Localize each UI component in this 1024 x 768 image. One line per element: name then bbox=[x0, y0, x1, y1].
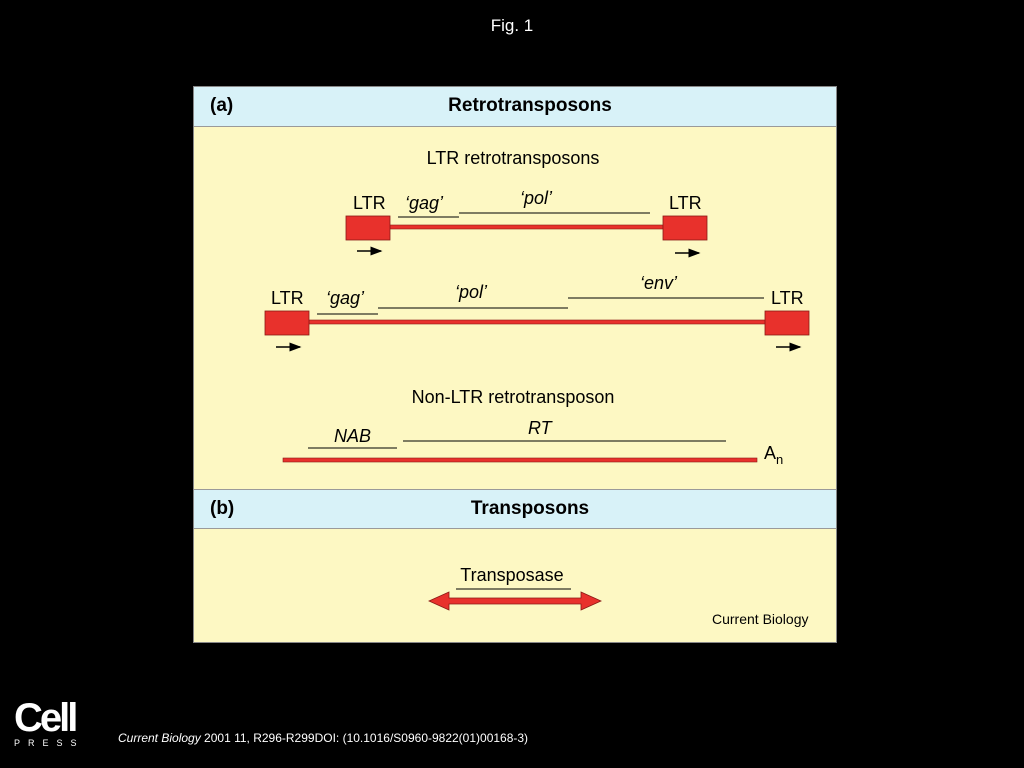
element-body-2 bbox=[307, 319, 767, 325]
citation: Current Biology 2001 11, R296-R299DOI: (… bbox=[118, 731, 528, 745]
figure-title: Fig. 1 bbox=[490, 16, 534, 35]
transposase-arrow-icon bbox=[428, 591, 602, 611]
panel-b-heading: Transposons bbox=[470, 498, 590, 519]
env-label-2: ‘env’ bbox=[640, 273, 678, 293]
panel-b-header: (b) Transposons bbox=[194, 489, 836, 529]
non-ltr-body bbox=[282, 457, 758, 463]
diagram-drawing: LTR retrotransposons LTR ‘gag’ ‘pol’ LTR… bbox=[264, 148, 810, 611]
ltr-label-right-1: LTR bbox=[669, 193, 702, 213]
pol-label-1: ‘pol’ bbox=[520, 188, 553, 208]
ltr-box-left-1 bbox=[345, 215, 391, 241]
gag-label-2: ‘gag’ bbox=[326, 288, 365, 308]
panel-a-heading: Retrotransposons bbox=[448, 95, 612, 116]
cell-press-logo: Cell PRESS bbox=[14, 696, 85, 748]
cell-logo-word: Cell bbox=[14, 696, 78, 740]
gag-label-1: ‘gag’ bbox=[405, 193, 444, 213]
ltr-retrotransposons-title: LTR retrotransposons bbox=[427, 148, 600, 168]
cell-logo-press: PRESS bbox=[14, 738, 85, 748]
panel-a-header: (a) Retrotransposons bbox=[194, 87, 836, 127]
citation-journal: Current Biology bbox=[118, 731, 201, 745]
ltr-label-right-2: LTR bbox=[771, 288, 804, 308]
panel-a-letter: (a) bbox=[210, 95, 234, 116]
non-ltr-element: NAB RT An bbox=[282, 418, 783, 467]
ltr-element-2: LTR ‘gag’ ‘pol’ ‘env’ LTR bbox=[264, 273, 810, 352]
rt-label: RT bbox=[528, 418, 554, 438]
ltr-element-1: LTR ‘gag’ ‘pol’ LTR bbox=[345, 188, 708, 258]
ltr-box-right-2 bbox=[764, 310, 810, 336]
ltr-label-left-2: LTR bbox=[271, 288, 304, 308]
ltr-label-left-1: LTR bbox=[353, 193, 386, 213]
pol-label-2: ‘pol’ bbox=[455, 282, 488, 302]
journal-credit: Current Biology bbox=[712, 611, 809, 627]
transposase-label: Transposase bbox=[460, 565, 563, 585]
nab-label: NAB bbox=[334, 426, 371, 446]
element-body-1 bbox=[387, 224, 664, 230]
panel-b-letter: (b) bbox=[210, 498, 235, 519]
ltr-box-left-2 bbox=[264, 310, 310, 336]
citation-details: 2001 11, R296-R299DOI: (10.1016/S0960-98… bbox=[200, 731, 529, 745]
ltr-box-right-1 bbox=[662, 215, 708, 241]
poly-a-label: An bbox=[764, 443, 783, 467]
non-ltr-title: Non-LTR retrotransposon bbox=[412, 387, 615, 407]
figure-panel: (a) Retrotransposons (b) Transposons bbox=[193, 86, 837, 643]
